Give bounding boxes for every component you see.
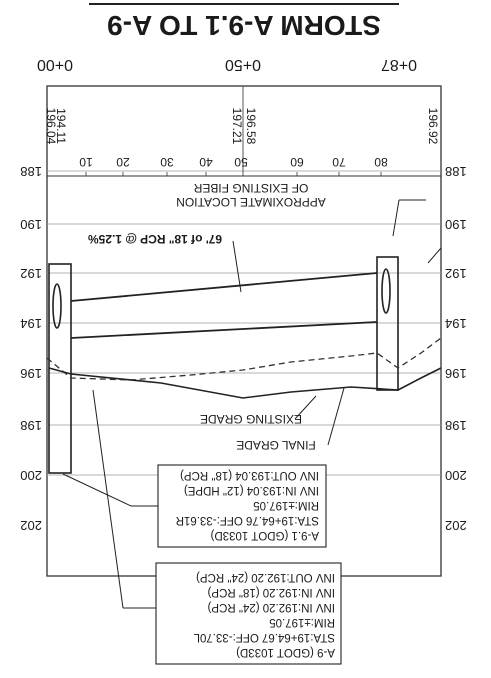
a91-info-line-5: INV OUT:193.04 (18" RCP) [180, 469, 319, 481]
elev-label-left-198: 198 [445, 418, 467, 433]
dist-label-20: 20 [116, 155, 130, 169]
grade-elev-196.92: 196.92 [426, 108, 440, 145]
dist-label-10: 10 [79, 155, 93, 169]
dist-label-60: 60 [290, 155, 304, 169]
final-grade-line [48, 367, 442, 399]
grade-elev-196.04: 196.04 [44, 108, 58, 145]
a9-info-line-5: INV IN:192.20 (18" RCP) [207, 586, 335, 598]
elev-label-right-188: 188 [20, 164, 42, 179]
dist-label-80: 80 [374, 155, 388, 169]
structure-a9-body [376, 256, 399, 391]
elev-label-left-188: 188 [445, 164, 467, 179]
a91-info-line-2: STA:19+64.76 OFF:-33.61R [176, 514, 319, 526]
elev-label-right-196: 196 [20, 366, 42, 381]
a91-info-line-3: RIM:±197.05 [253, 499, 319, 511]
pipe-label: 67' of 18" RCP @ 1.25% [88, 232, 222, 246]
elev-label-right-198: 198 [20, 418, 42, 433]
grade-elev-197.21: 197.21 [230, 108, 244, 145]
a91-info-line-1: A-9.1 (GDOT 1033D) [210, 529, 319, 541]
a9-info-line-1: A-9 (GDOT 1033D) [236, 646, 335, 658]
elev-label-left-200: 200 [445, 468, 467, 483]
elev-label-right-192: 192 [20, 266, 42, 281]
dist-label-30: 30 [160, 155, 174, 169]
grade-elev-196.58: 196.58 [244, 108, 258, 145]
pipe-bottom-line [70, 272, 378, 302]
elev-label-right-190: 190 [20, 217, 42, 232]
a91-info-box: A-9.1 (GDOT 1033D) STA:19+64.76 OFF:-33.… [62, 464, 327, 548]
elev-label-right-194: 194 [20, 316, 42, 331]
a91-info-leader-to-structure [62, 473, 132, 507]
a9-info-box: A-9 (GDOT 1033D) STA:19+64.67 OFF:-33.70… [92, 389, 342, 665]
structure-a9-pipe-opening [381, 268, 391, 314]
elev-label-right-200: 200 [20, 468, 42, 483]
fiber-note-line-2: OF EXISTING FIBER [193, 181, 308, 195]
final-grade-label: FINAL GRADE [236, 438, 316, 452]
elev-label-left-194: 194 [445, 316, 467, 331]
a9-info-leader-to-structure [92, 389, 124, 609]
grade-elev-194.11: 194.11 [54, 108, 68, 144]
pipe-18in-rcp [70, 272, 378, 339]
elevation-gridlines [47, 170, 441, 476]
a91-info-frame [157, 464, 327, 548]
final-grade-leader [327, 387, 345, 446]
sheet-title: STORM A-9.1 TO A-9 [107, 10, 381, 41]
fiber-leader-secondary [427, 247, 442, 264]
structure-a9-shape [376, 256, 399, 391]
existing-grade-line [46, 337, 442, 381]
elev-label-left-196: 196 [445, 366, 467, 381]
a9-info-line-2: STA:19+64.67 OFF:-33.70L [193, 631, 335, 643]
elev-label-left-192: 192 [445, 266, 467, 281]
fiber-leader-arrow [392, 199, 400, 237]
dist-label-70: 70 [332, 155, 346, 169]
a9-info-line-3: RIM:±197.05 [269, 616, 335, 628]
dist-label-40: 40 [199, 155, 213, 169]
a9-info-line-4: INV IN:192.20 (24" RCP) [207, 601, 335, 613]
elev-label-left-190: 190 [445, 217, 467, 232]
dist-label-50: 50 [234, 155, 248, 169]
pipe-label-leader [232, 240, 242, 293]
elev-label-right-202: 202 [20, 518, 42, 533]
rotated-drawing: STORM A-9.1 TO A-9 0+00 0+50 0+87 188 19… [20, 3, 467, 665]
pipe-top-line [70, 321, 378, 339]
a9-info-frame [155, 562, 342, 665]
a9-info-line-6: INV OUT:192.20 (24" RCP) [196, 571, 335, 583]
station-label-0+00: 0+00 [37, 56, 73, 73]
station-label-0+87: 0+87 [381, 56, 417, 73]
structure-a91-pipe-opening [52, 283, 62, 329]
station-label-0+50: 0+50 [225, 56, 261, 73]
existing-grade-label: EXISTING GRADE [200, 412, 302, 426]
existing-grade-leader [294, 395, 317, 420]
fiber-note-line-1: APPROXIMATE LOCATION [176, 195, 326, 209]
a91-info-line-4: INV IN:193.04 (12" HDPE) [184, 484, 319, 496]
elev-label-left-202: 202 [445, 518, 467, 533]
